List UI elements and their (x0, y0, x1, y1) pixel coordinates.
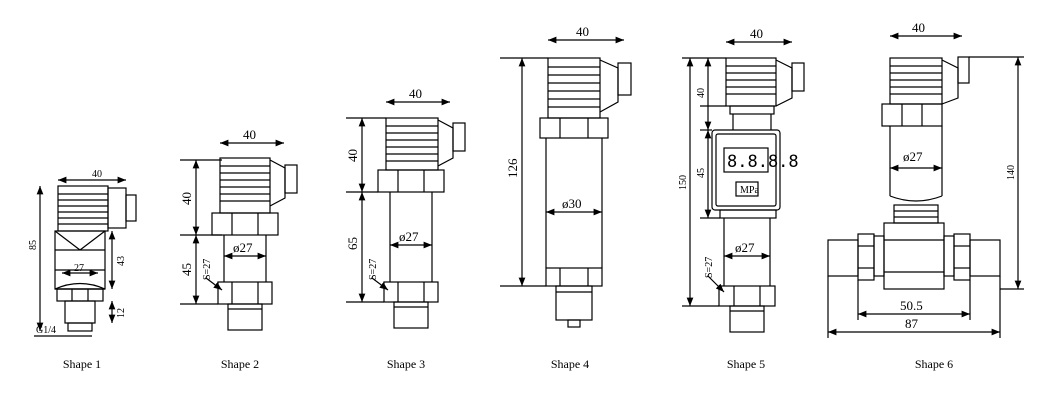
shape-1-height: 85 (28, 240, 39, 250)
shape-1-caption: Shape 1 (63, 357, 101, 371)
shape-5-unit: MPa (740, 185, 759, 196)
shape-6-caption: Shape 6 (915, 357, 953, 371)
shape-6-dia: ø27 (903, 149, 923, 164)
shape-5-height: 150 (678, 175, 689, 190)
shape-6-height: 140 (1006, 165, 1017, 180)
shape-5-top: 40 (696, 88, 707, 98)
shape-1: 40 85 43 27 12 G1/4 Shape 1 (28, 169, 137, 371)
shape-5: 8.8.8.8 MPa 40 40 45 150 ø27 S=27 Shape … (678, 26, 805, 371)
shape-2-drawing (211, 157, 298, 331)
shape-4-caption: Shape 4 (551, 357, 589, 371)
shape-1-width: 40 (92, 169, 102, 180)
shape-3-top: 40 (345, 149, 360, 162)
shape-3-width: 40 (409, 86, 422, 101)
shape-6-outer: 87 (905, 316, 919, 331)
shape-1-thread: G1/4 (36, 325, 56, 336)
shape-3-drawing (377, 117, 466, 329)
shape-2-caption: Shape 2 (221, 357, 259, 371)
shape-2-top: 40 (179, 192, 194, 205)
shape-4-height: 126 (505, 158, 520, 178)
shape-6: 40 140 ø27 50.5 87 Shape 6 (827, 20, 1024, 371)
shape-3-hex: S=27 (368, 259, 379, 280)
shape-4-drawing (539, 57, 632, 328)
shape-2-width: 40 (243, 127, 256, 142)
shape-2-bottom: 45 (179, 263, 194, 276)
shape-5-display-readout: 8.8.8.8 (727, 152, 799, 172)
shape-2-dia: ø27 (233, 240, 253, 255)
shape-1-hex: 27 (74, 263, 84, 274)
shape-4-width: 40 (576, 24, 589, 39)
shape-2: 40 40 45 ø27 S=27 Shape 2 (179, 127, 298, 371)
shape-4-dia: ø30 (562, 196, 582, 211)
shape-2-hex: S=27 (202, 259, 213, 280)
shape-5-caption: Shape 5 (727, 357, 765, 371)
shape-1-drawing (54, 185, 137, 332)
shape-6-inner: 50.5 (900, 298, 923, 313)
shape-6-drawing (827, 56, 1001, 290)
shape-3-dia: ø27 (399, 229, 419, 244)
shape-5-width: 40 (750, 26, 763, 41)
shape-1-lower: 43 (116, 256, 127, 266)
shape-3-caption: Shape 3 (387, 357, 425, 371)
shape-6-width: 40 (912, 20, 925, 35)
shape-5-drawing: 8.8.8.8 MPa (711, 57, 805, 333)
shape-5-display (723, 147, 769, 173)
shape-3: 40 40 65 ø27 S=27 Shape 3 (345, 86, 466, 371)
shape-4: 40 126 ø30 Shape 4 (500, 24, 632, 371)
shape-1-bottom: 12 (116, 308, 127, 318)
shape-5-mid: 45 (696, 168, 707, 178)
shape-3-bottom: 65 (345, 237, 360, 250)
shape-5-dia: ø27 (735, 240, 755, 255)
shape-5-hex: S=27 (704, 257, 715, 278)
